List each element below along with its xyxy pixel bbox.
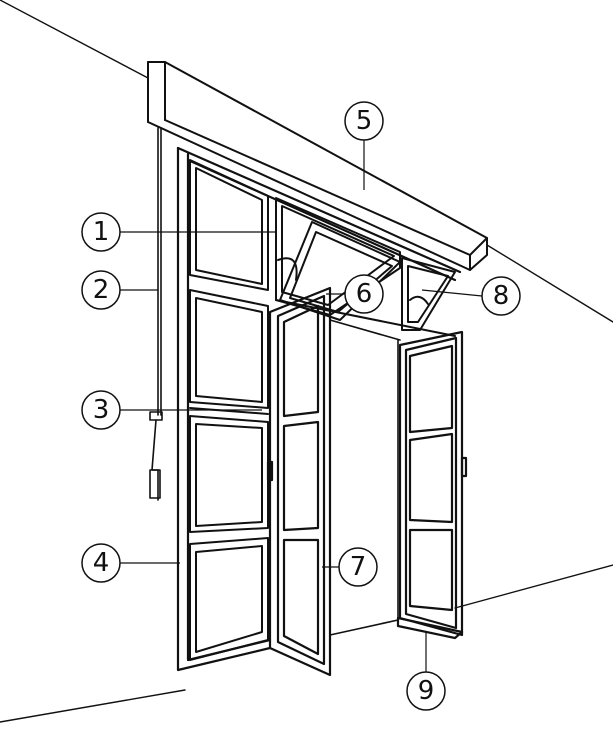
callout-6-label: 6	[356, 279, 373, 309]
callout-5-label: 5	[356, 106, 373, 136]
callout-2: 2	[81, 270, 121, 310]
callout-6: 6	[344, 274, 384, 314]
door-opening	[329, 319, 401, 636]
leader-lines	[120, 140, 483, 672]
right-door-leaf	[396, 330, 468, 640]
callout-9: 9	[406, 671, 446, 711]
callout-4-label: 4	[93, 548, 110, 578]
callout-1-label: 1	[93, 217, 110, 247]
lintel-beam	[147, 61, 488, 271]
right-transom-sash	[401, 257, 456, 331]
callout-5: 5	[344, 101, 384, 141]
callout-1: 1	[81, 212, 121, 252]
wall-lines	[0, 0, 613, 723]
transom-sash	[277, 221, 401, 321]
callout-9-label: 9	[418, 676, 435, 706]
cord-rod	[149, 127, 163, 501]
callout-2-label: 2	[93, 275, 110, 305]
callout-4: 4	[81, 543, 121, 583]
leader-8	[421, 289, 483, 297]
left-fixed-panel	[189, 159, 269, 661]
callout-8-label: 8	[493, 281, 510, 311]
callout-3-label: 3	[93, 395, 110, 425]
left-door-leaf	[266, 286, 332, 677]
callout-8: 8	[481, 276, 521, 316]
callout-3: 3	[81, 390, 121, 430]
callout-7: 7	[338, 547, 378, 587]
callout-7-label: 7	[350, 552, 367, 582]
